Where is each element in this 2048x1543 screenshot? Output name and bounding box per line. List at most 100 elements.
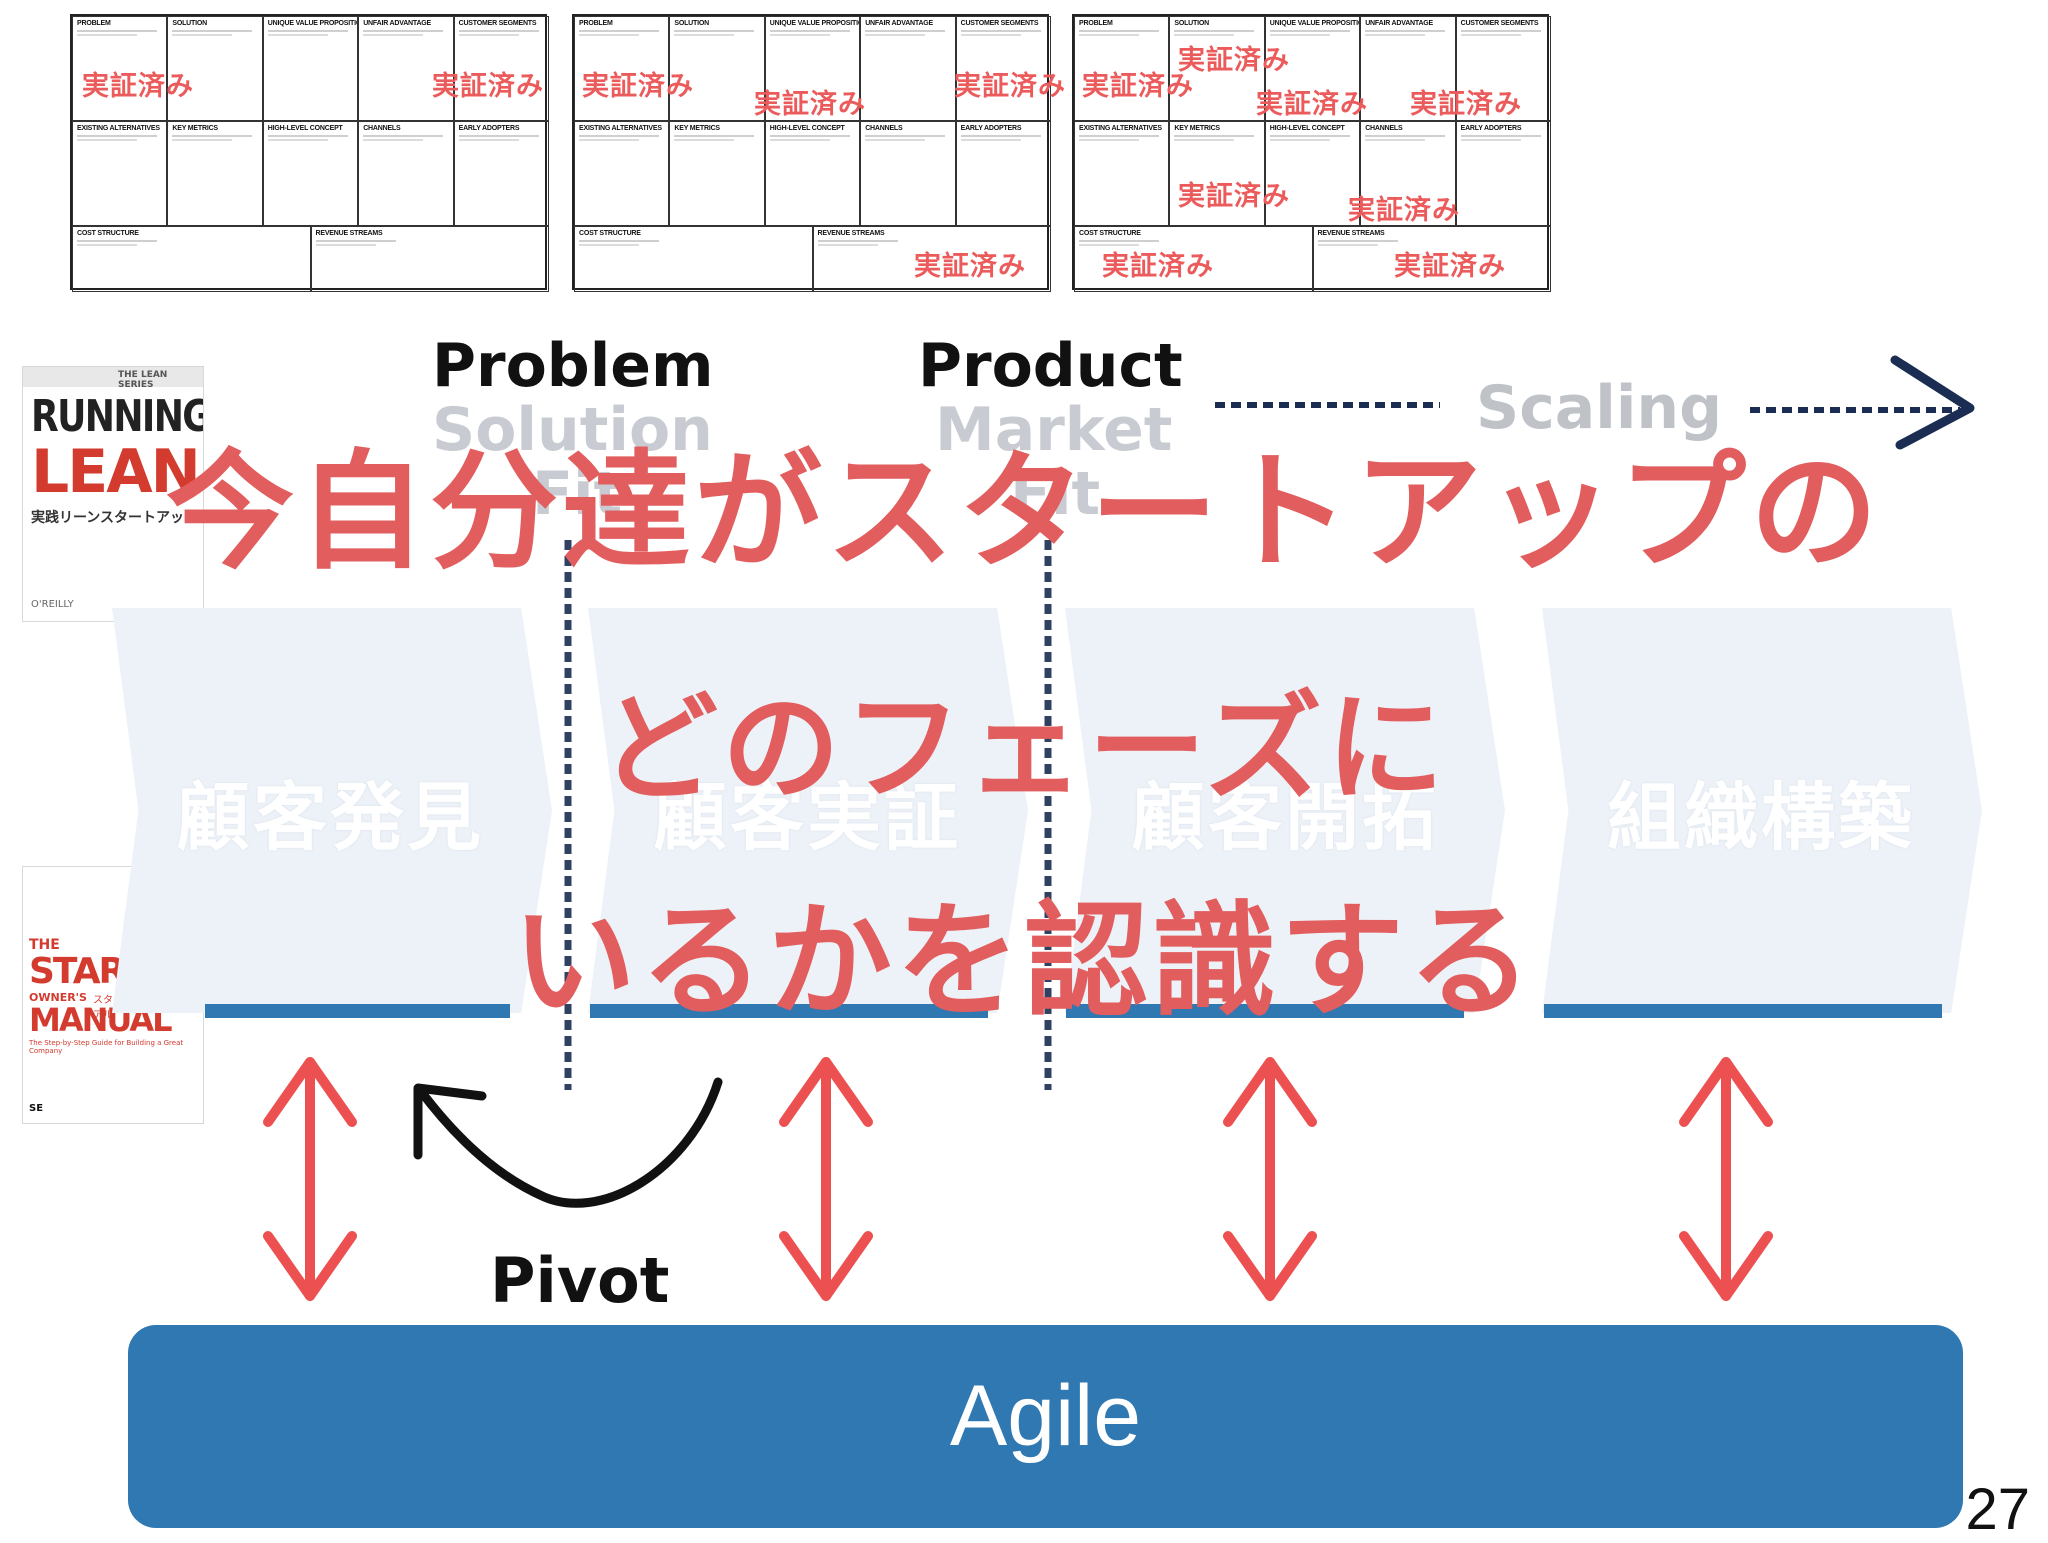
phase-heading-pmf-line3: Fit [1010,459,1101,529]
canvas-cell-title: EARLY ADOPTERS [458,125,520,132]
canvas-cell-segments: CUSTOMER SEGMENTS [1455,16,1551,121]
canvas-cell-title: REVENUE STREAMS [817,230,885,237]
phase-heading-scaling: Scaling [1476,373,1723,443]
canvas-cell-title: KEY METRICS [172,125,218,132]
canvas-cell-title: CHANNELS [865,125,903,132]
phase-underline-2 [590,1004,988,1018]
phase-chevron-2 [588,608,1028,1013]
canvas-cell-title: REVENUE STREAMS [1317,230,1385,237]
validated-stamp: 実証済み [754,89,866,120]
canvas-cell-title: KEY METRICS [674,125,720,132]
canvas-cell-title: UNIQUE VALUE PROPOSITION [1269,20,1361,27]
canvas-cell-adopters: EARLY ADOPTERS [1455,121,1551,226]
canvas-cell-title: HIGH-LEVEL CONCEPT [267,125,343,132]
page-number: 27 [1965,1477,2030,1542]
canvas-cell-metrics: KEY METRICS [167,121,263,226]
canvas-cell-uvp: UNIQUE VALUE PROPOSITION [1264,16,1361,121]
phase-underline-1 [205,1004,510,1018]
canvas-cell-title: SOLUTION [674,20,709,27]
canvas-cell-problem: PROBLEM [72,16,168,121]
canvas-cell-title: CHANNELS [1365,125,1403,132]
book-publisher: O'REILLY [31,599,74,610]
canvas-cell-title: SOLUTION [172,20,207,27]
canvas-cell-cost: COST STRUCTURE [574,226,813,292]
canvas-cell-channels: CHANNELS [1360,121,1456,226]
canvas-cell-alternatives: EXISTING ALTERNATIVES [574,121,670,226]
phase-heading-psf-line1: Problem [432,331,714,401]
phase-chevron-1 [112,608,552,1013]
canvas-cell-title: PROBLEM [1079,20,1113,27]
phase-underline-4 [1544,1004,1942,1018]
validated-stamp: 実証済み [1410,89,1522,120]
canvas-cell-title: EXISTING ALTERNATIVES [77,125,160,132]
phase-label-creation: 顧客開拓 [1131,775,1439,861]
canvas-cell-uvp: UNIQUE VALUE PROPOSITION [262,16,359,121]
canvas-cell-title: HIGH-LEVEL CONCEPT [769,125,845,132]
canvas-cell-alternatives: EXISTING ALTERNATIVES [1074,121,1170,226]
canvas-cell-alternatives: EXISTING ALTERNATIVES [72,121,168,226]
book-tagline: The Step-by-Step Guide for Building a Gr… [29,1039,184,1055]
canvas-cell-adopters: EARLY ADOPTERS [955,121,1051,226]
phase-chevron-4 [1542,608,1982,1013]
pivot-label: Pivot [490,1244,670,1317]
canvas-cell-solution: SOLUTION [669,16,765,121]
canvas-cell-cost: COST STRUCTURE [72,226,311,292]
phase-heading-psf-line3: Fit [532,459,623,529]
canvas-cell-title: PROBLEM [77,20,111,27]
validated-stamp: 実証済み [82,71,194,102]
canvas-cell-title: REVENUE STREAMS [315,230,383,237]
phase-underline-3 [1066,1004,1464,1018]
book-running-lean: THE LEAN SERIES RUNNING LEAN 実践リーンスタートアッ… [22,366,204,622]
canvas-cell-title: COST STRUCTURE [1079,230,1141,237]
canvas-cell-metrics: KEY METRICS [669,121,765,226]
validated-stamp: 実証済み [954,71,1066,102]
canvas-cell-uvp: UNIQUE VALUE PROPOSITION [764,16,861,121]
canvas-cell-revenue: REVENUE STREAMS [1312,226,1551,292]
canvas-cell-title: UNFAIR ADVANTAGE [865,20,934,27]
canvas-cell-solution: SOLUTION [167,16,263,121]
canvas-cell-title: COST STRUCTURE [77,230,139,237]
validated-stamp: 実証済み [1178,181,1290,212]
book-title-c: OWNER'S [29,991,87,1004]
lean-canvas-2: PROBLEM EXISTING ALTERNATIVES SOLUTION KEY … [572,14,1065,292]
canvas-cell-segments: CUSTOMER SEGMENTS [453,16,549,121]
book-title-b: LEAN [31,437,201,507]
canvas-cell-unfair: UNFAIR ADVANTAGE [860,16,956,121]
overlay-line-1: 今自分達がスタートアップの [165,438,1882,587]
canvas-cell-title: COST STRUCTURE [579,230,641,237]
canvas-cell-metrics: KEY METRICS [1169,121,1265,226]
phase-heading-psf-line2: Solution [432,395,713,465]
book-title-a: RUNNING [31,391,204,442]
canvas-cell-adopters: EARLY ADOPTERS [453,121,549,226]
canvas-cell-revenue: REVENUE STREAMS [812,226,1051,292]
phase-heading-pmf-line2: Market [935,395,1173,465]
canvas-cell-title: CHANNELS [363,125,401,132]
canvas-cell-title: UNFAIR ADVANTAGE [363,20,432,27]
validated-stamp: 実証済み [1348,195,1460,226]
canvas-cell-unfair: UNFAIR ADVANTAGE [358,16,454,121]
canvas-cell-problem: PROBLEM [1074,16,1170,121]
canvas-cell-title: EXISTING ALTERNATIVES [1079,125,1162,132]
canvas-cell-problem: PROBLEM [574,16,670,121]
canvas-cell-segments: CUSTOMER SEGMENTS [955,16,1051,121]
canvas-cell-concept: HIGH-LEVEL CONCEPT [262,121,359,226]
canvas-cell-title: UNIQUE VALUE PROPOSITION [769,20,861,27]
canvas-cell-cost: COST STRUCTURE [1074,226,1313,292]
canvas-cell-title: CUSTOMER SEGMENTS [1460,20,1539,27]
validated-stamp: 実証済み [1394,251,1506,282]
canvas-cell-title: EARLY ADOPTERS [960,125,1022,132]
canvas-cell-unfair: UNFAIR ADVANTAGE [1360,16,1456,121]
phase-label-validation: 顧客実証 [653,775,961,861]
lean-canvas-1: PROBLEM EXISTING ALTERNATIVES SOLUTION KEY … [70,14,549,292]
validated-stamp: 実証済み [914,251,1026,282]
phase-label-building: 組織構築 [1607,775,1915,861]
canvas-cell-title: EXISTING ALTERNATIVES [579,125,662,132]
validated-stamp: 実証済み [1082,71,1194,102]
overlay-line-2: どのフェーズに [599,679,1449,817]
canvas-cell-title: PROBLEM [579,20,613,27]
agile-label: Agile [949,1368,1142,1464]
canvas-cell-channels: CHANNELS [860,121,956,226]
